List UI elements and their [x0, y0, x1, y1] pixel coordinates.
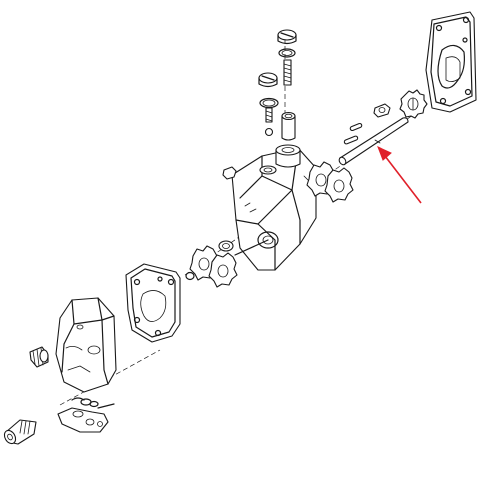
front-gasket [125, 263, 181, 343]
mid-oring [259, 97, 279, 109]
sleeve [281, 111, 296, 141]
pin-keys [343, 122, 363, 145]
rear-gear [399, 89, 428, 119]
front-gear-pair [189, 239, 269, 288]
top-screw [277, 29, 297, 45]
washer-front [185, 240, 234, 281]
plug-screw [29, 346, 49, 368]
banjo-bolt [3, 419, 37, 445]
front-end-cover [55, 297, 117, 393]
rear-cover-plate [425, 11, 477, 113]
small-ball [264, 127, 274, 137]
mid-screw [258, 72, 278, 88]
top-oring [278, 48, 296, 58]
highlight-arrow [377, 146, 422, 204]
mid-threaded-pin [265, 107, 273, 123]
rear-gear-pair [306, 161, 354, 203]
seal-kit-plate [57, 397, 115, 433]
shaft [338, 117, 409, 166]
pump-housing [231, 144, 317, 271]
housing-small-plug [222, 166, 237, 180]
washer-rear [373, 103, 391, 118]
top-threaded-pin [283, 59, 292, 86]
